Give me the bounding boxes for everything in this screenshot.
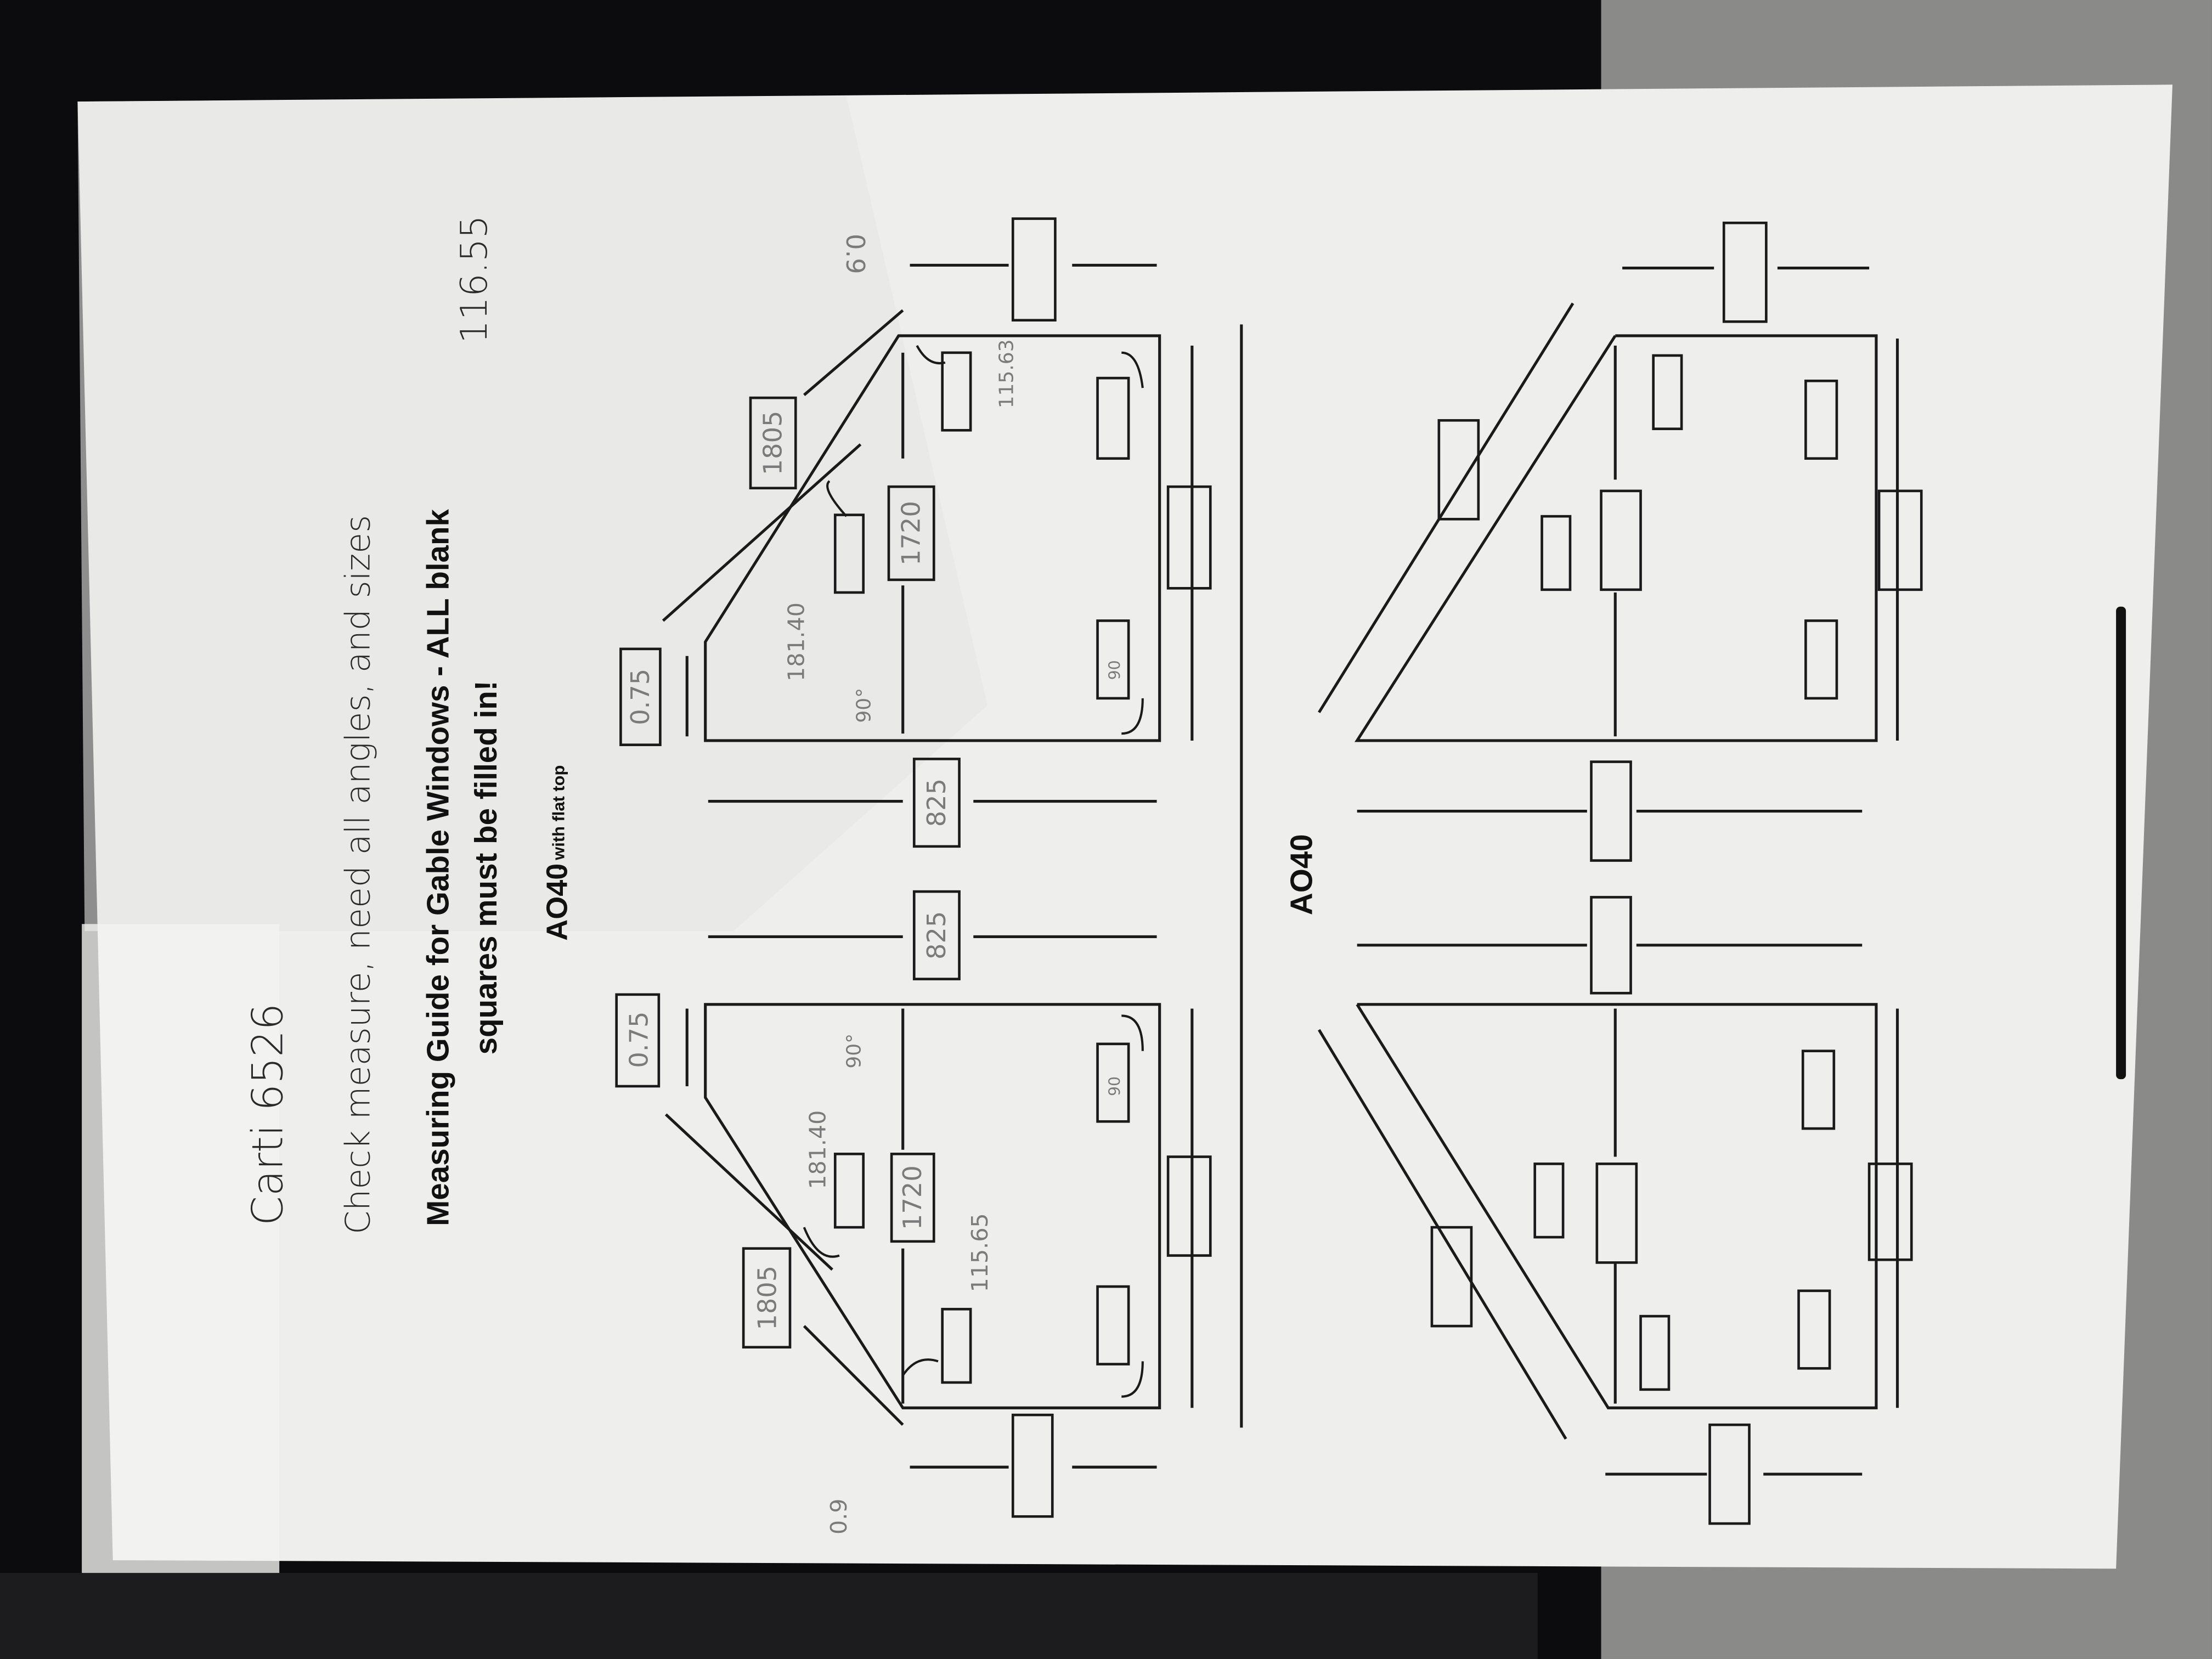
angle-arc [1121,698,1144,735]
blank-box[interactable] [1867,1163,1913,1261]
width-value-right: 825 [922,778,951,827]
section1-title: AO40 [541,864,574,941]
marker-line [2116,606,2126,1080]
page-title-line1: Measuring Guide for Gable Windows - ALL … [421,509,455,1226]
blank-box[interactable] [1430,1226,1473,1328]
width-box[interactable] [1166,485,1212,590]
dimension-arrow [803,309,904,396]
base-angle-value: 115.63 [995,339,1018,408]
angle-arc [803,1227,840,1258]
page-title-line2: squares must be filled in! [469,680,503,1054]
customer-name: Carti 6526 [243,1003,292,1226]
angle-box[interactable] [833,514,865,594]
dimension-arrow [662,443,862,622]
corner-angle-value: 90° [853,688,876,723]
slope-angle-value: 181.40 [804,1110,831,1189]
slope-box[interactable] [742,1247,792,1349]
bottom-angle-value: 90 [1106,1076,1124,1096]
blank-box[interactable] [1722,221,1768,323]
blank-box[interactable] [1590,760,1632,862]
width-box[interactable] [912,890,961,980]
width-value-left: 825 [922,911,951,960]
blank-box[interactable] [1708,1423,1751,1525]
slope-box[interactable] [749,396,797,490]
angle-box[interactable] [941,351,972,432]
angle-box[interactable] [1096,619,1130,700]
angle-box[interactable] [1096,376,1130,460]
blank-box[interactable] [1600,489,1642,591]
offset-side-value: 0.9 [826,1499,852,1534]
window-outline [704,334,1161,742]
angle-arc [901,1358,939,1376]
tape [82,924,280,1573]
angle-arc [1121,1361,1144,1398]
offset-side-box[interactable] [1011,1413,1054,1518]
height-box[interactable] [890,1153,935,1243]
width-dimensions: 825 825 [708,758,1157,980]
blank-box[interactable] [1590,896,1632,995]
diagram-bottom-left [1318,1003,1913,1525]
slope-angle-value: 181.40 [783,602,810,681]
width-box[interactable] [1166,1155,1212,1257]
angle-box[interactable] [1801,1049,1836,1130]
angle-box[interactable] [1541,515,1572,591]
total-note: 116.55 [453,215,495,343]
blank-box[interactable] [1437,419,1480,521]
angle-arc [1121,351,1144,388]
chair-edge [0,1573,1538,1659]
slope-value: 1805 [752,1266,782,1330]
angle-arc [1121,1014,1144,1051]
angle-arc [826,480,848,517]
section2-title: AO40 [1284,834,1318,915]
check-measure-note: Check measure, need all angles, and size… [338,515,378,1234]
width-dimensions-bottom [1357,760,1863,995]
offset-box[interactable] [619,647,662,747]
offset-side-value: 0.9 [840,234,870,274]
angle-box[interactable] [1096,1042,1130,1123]
angle-box[interactable] [1639,1314,1671,1391]
diagram-top-left: 0.75 1805 1720 90 181.40 90° 115.65 0.9 [615,993,1212,1534]
diagram-bottom-right [1318,221,1923,742]
section1-suffix: - with flat top [549,765,568,871]
angle-box[interactable] [1804,619,1838,700]
height-value: 1720 [898,1165,927,1230]
window-outline [704,1003,1161,1409]
offset-value: 0.75 [625,669,655,725]
height-box[interactable] [887,485,935,582]
offset-value: 0.75 [624,1012,653,1068]
height-value: 1720 [896,501,926,566]
angle-box[interactable] [833,1153,865,1229]
angle-box[interactable] [1652,354,1683,431]
base-angle-value: 115.65 [967,1213,993,1292]
blank-box[interactable] [1877,489,1923,591]
angle-box[interactable] [1533,1163,1565,1239]
offset-box[interactable] [615,993,661,1088]
blank-box[interactable] [1595,1163,1638,1264]
slope-value: 1805 [758,411,788,476]
offset-side-box[interactable] [1011,217,1057,322]
angle-box[interactable] [1096,1285,1130,1365]
paper-shadow [77,95,988,932]
angle-box[interactable] [1804,379,1838,460]
angle-box[interactable] [941,1307,972,1384]
diagram-top-right: 0.75 1805 1720 90 181.40 90° 115.63 0.9 [619,217,1212,747]
bottom-angle-value: 90 [1106,660,1124,680]
angle-arc [916,345,946,365]
width-box[interactable] [912,758,961,848]
corner-angle-value: 90° [843,1034,866,1069]
angle-box[interactable] [1797,1289,1831,1370]
